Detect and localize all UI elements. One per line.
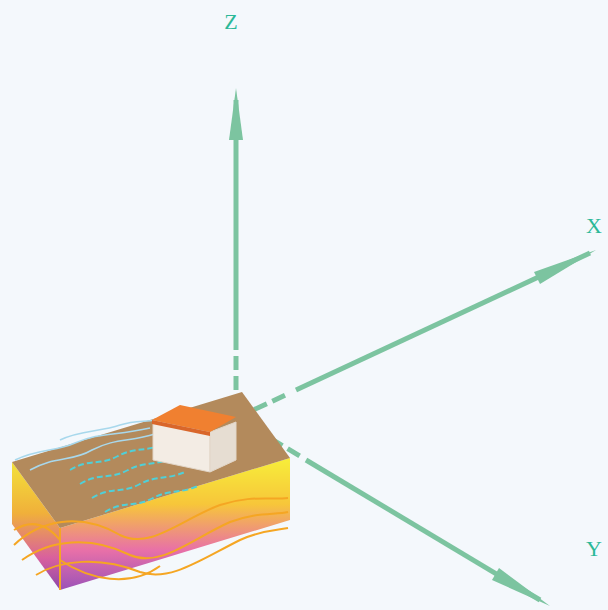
axis-label: X [586,215,602,237]
axis-label: Z [224,11,237,33]
wind-lines [15,420,155,470]
house [152,405,236,472]
terrain-block [12,392,290,590]
axis-label: Y [586,538,602,560]
